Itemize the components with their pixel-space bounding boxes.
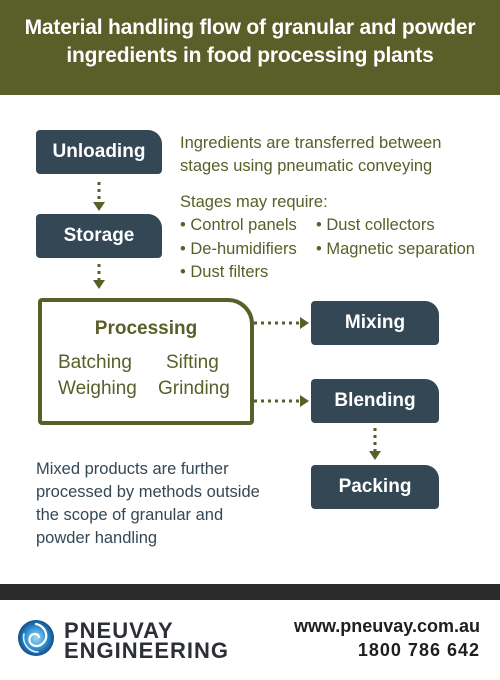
footer-divider-bar	[0, 584, 500, 600]
processing-weighing: Weighing	[58, 378, 137, 399]
stage-dust-collectors: Dust collectors	[316, 214, 475, 238]
processing-title: Processing	[94, 318, 198, 339]
step-storage: Storage	[36, 214, 162, 258]
note-mixed-line-3: the scope of granular and	[36, 506, 224, 524]
note-mixed-line-4: powder handling	[36, 529, 158, 547]
stages-list-left: Control panels De-humidifiers Dust filte…	[180, 214, 297, 285]
arrowhead-processing	[93, 280, 105, 289]
page-title-line-2: ingredients in food processing plants	[66, 44, 434, 67]
stages-title: Stages may require:	[180, 193, 328, 211]
step-mixing: Mixing	[311, 301, 439, 345]
processing-box: Processing Batching Weighing Sifting Gri…	[38, 298, 254, 425]
company-logo[interactable]: PNEUVAY ENGINEERING	[16, 614, 266, 663]
note-mixed-line-2: processed by methods outside	[36, 483, 260, 501]
processing-sifting: Sifting	[166, 352, 219, 373]
processing-grinding: Grinding	[158, 378, 230, 399]
note-mixed-products: Mixed products are further processed by …	[36, 458, 260, 550]
website-link[interactable]: www.pneuvay.com.au	[293, 616, 480, 636]
arrowhead-packing	[369, 451, 381, 460]
note-conveying-line-2: stages using pneumatic conveying	[180, 157, 433, 175]
arrowhead-storage	[93, 202, 105, 211]
step-packing: Packing	[311, 465, 439, 509]
note-mixed-line-1: Mixed products are further	[36, 460, 229, 478]
logo-wordmark-line-2: ENGINEERING	[64, 638, 230, 663]
stage-de-humidifiers: De-humidifiers	[180, 238, 297, 262]
stage-magnetic-separation: Magnetic separation	[316, 238, 475, 262]
step-unloading: Unloading	[36, 130, 162, 174]
arrowhead-mixing	[300, 317, 309, 329]
note-pneumatic-conveying: Ingredients are transferred between stag…	[180, 132, 441, 178]
note-conveying-line-1: Ingredients are transferred between	[180, 134, 442, 152]
swirl-logo-icon	[18, 620, 54, 656]
processing-batching: Batching	[58, 352, 132, 373]
page-title: Material handling flow of granular and p…	[10, 14, 490, 70]
arrowhead-blending	[300, 395, 309, 407]
stage-control-panels: Control panels	[180, 214, 296, 238]
logo-wordmark-line-1: PNEUVAY	[64, 618, 174, 643]
phone-number[interactable]: 1800 786 642	[357, 640, 480, 660]
stages-list-right: Dust collectors Magnetic separation	[316, 214, 475, 261]
header-banner: Material handling flow of granular and p…	[0, 0, 500, 95]
page-title-line-1: Material handling flow of granular and p…	[24, 16, 476, 39]
step-blending: Blending	[311, 379, 439, 423]
stage-dust-filters: Dust filters	[180, 261, 297, 285]
